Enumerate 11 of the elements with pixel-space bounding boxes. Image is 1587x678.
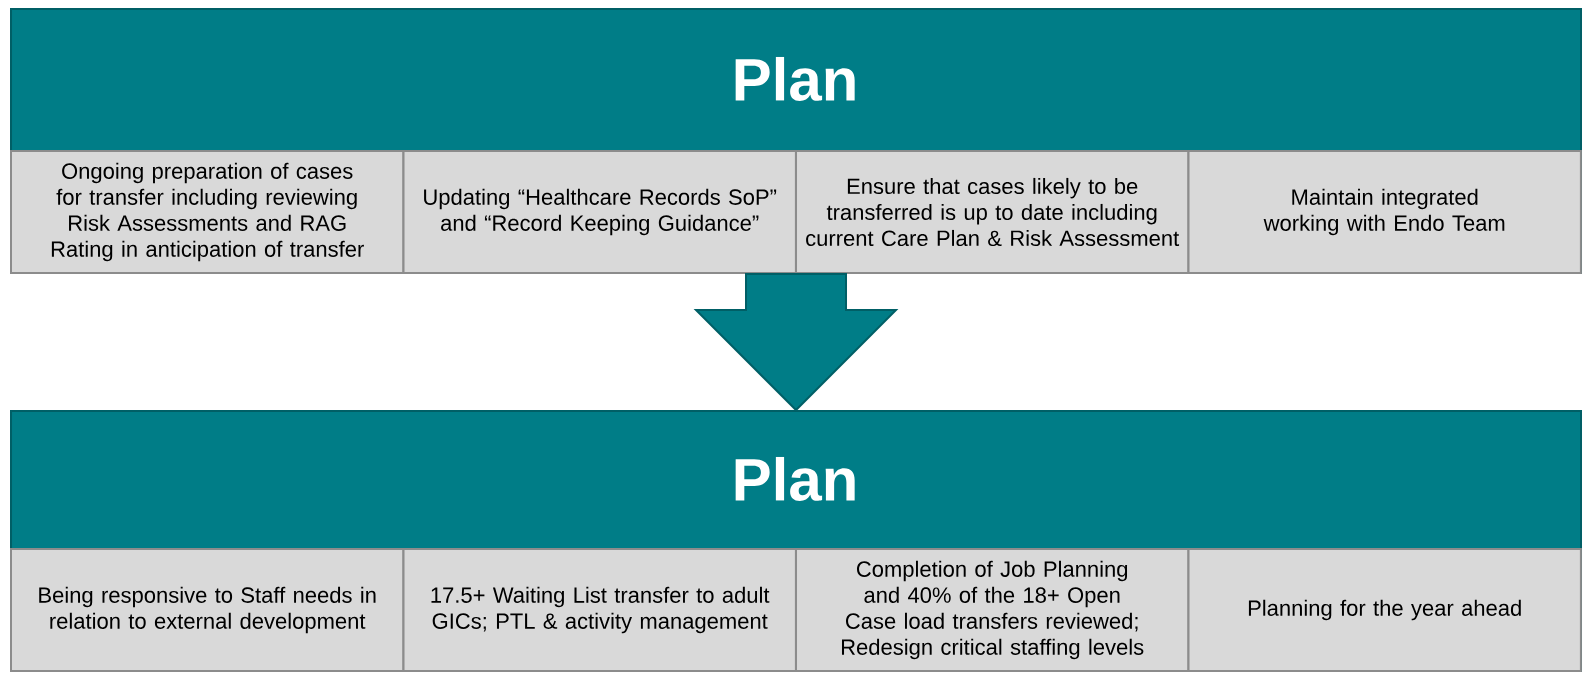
text-cell: 17.5+ Waiting List transfer to adult GICs; PTL & activity management [402,548,797,672]
text-cell: Completion of Job Planning and 40% of the 18+ Open Case load transfers reviewed; Redesign critical staffing levels [795,548,1190,672]
text-cell: Being responsive to Staff needs in relation to external development [10,548,405,672]
text-cell: Planning for the year ahead [1187,548,1582,672]
block-arrow [693,273,899,412]
heading: Plan [735,56,855,102]
text-cell: Maintain integrated working with Endo Team [1187,150,1582,274]
heading: Plan [735,456,855,502]
text-cell: Updating “Healthcare Records SoP” and “Record Keeping Guidance” [402,150,797,274]
text-cell: Ensure that cases likely to be transferred is up to date including current Care Plan & Risk Assessment [795,150,1190,274]
text-cell: Ongoing preparation of cases for transfer including reviewing Risk Assessments and RAG Rating in anticipation of transfer [10,150,405,274]
